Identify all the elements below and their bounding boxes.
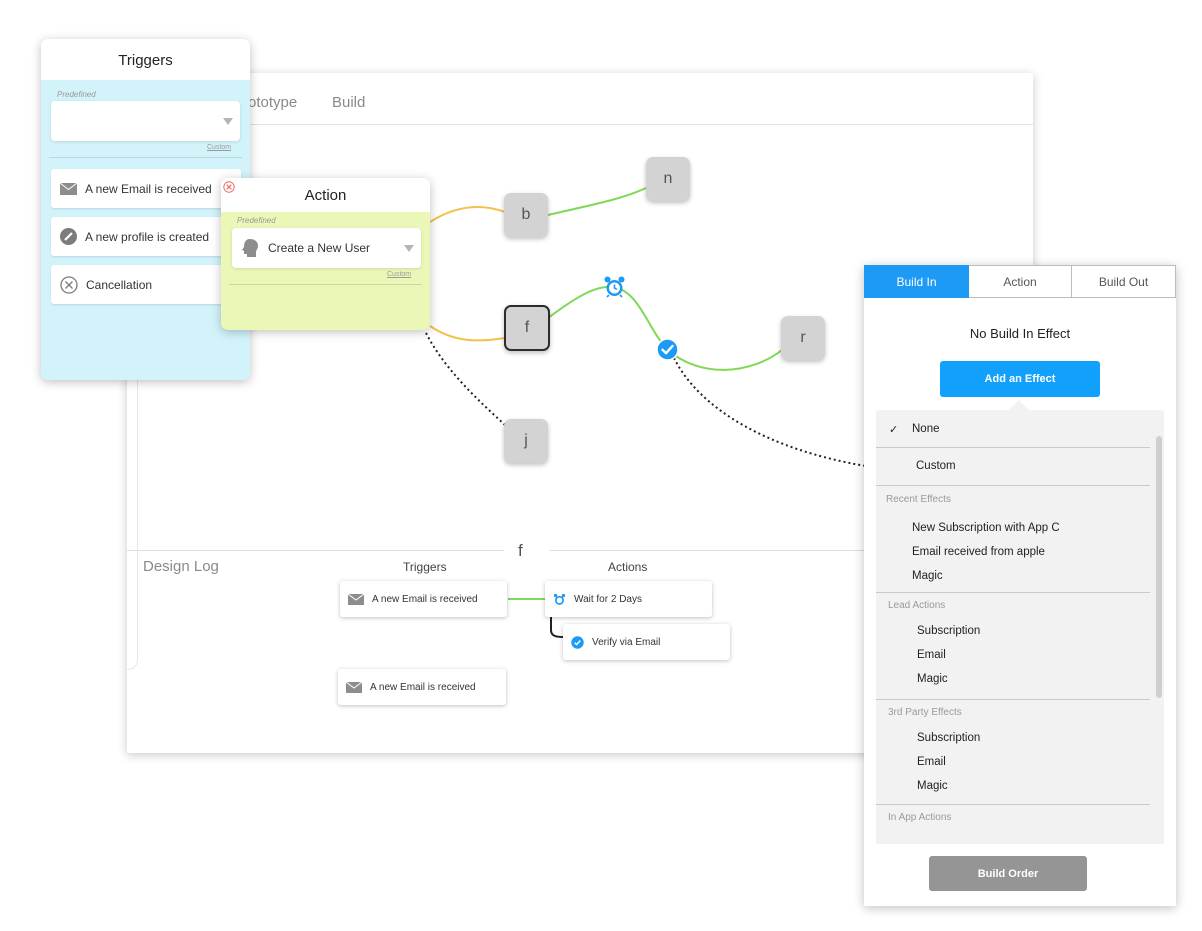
log-action-card[interactable]: Verify via Email [563, 624, 730, 660]
effect-option-none[interactable]: None [912, 423, 940, 435]
chevron-down-icon [223, 118, 233, 125]
trigger-item-label: A new profile is created [85, 229, 210, 244]
dropdown-separator [876, 447, 1150, 448]
effect-option[interactable]: New Subscription with App C [912, 522, 1060, 534]
envelope-icon [60, 182, 77, 195]
connector-action-b [429, 206, 506, 223]
effect-option[interactable]: Magic [917, 673, 948, 685]
node-n[interactable]: n [646, 157, 690, 201]
log-trigger-label: A new Email is received [370, 681, 476, 693]
selected-node-label: f [518, 541, 523, 560]
custom-action-link[interactable]: Custom [387, 271, 412, 278]
predefined-label: Predefined [57, 90, 96, 99]
trigger-item-cancellation[interactable]: Cancellation [51, 265, 241, 304]
effect-option[interactable]: Subscription [917, 625, 981, 637]
effect-option[interactable]: Magic [917, 780, 948, 792]
log-trigger-card[interactable]: A new Email is received [340, 581, 507, 617]
dropdown-scrollbar[interactable] [1156, 436, 1162, 698]
dropdown-separator [876, 485, 1150, 486]
chevron-down-icon [404, 245, 414, 252]
x-circle-icon [60, 275, 78, 294]
trigger-item-email[interactable]: A new Email is received [51, 169, 241, 208]
node-b[interactable]: b [504, 193, 548, 237]
tab-action[interactable]: Action [969, 265, 1072, 298]
effect-option[interactable]: Email [917, 649, 946, 661]
dropdown-notch [1009, 400, 1029, 410]
effect-option-custom[interactable]: Custom [916, 460, 956, 472]
custom-trigger-link[interactable]: Custom [207, 144, 232, 151]
tab-prototype[interactable]: rototype [243, 94, 298, 111]
effects-dropdown: ✓ None Custom Recent Effects New Subscri… [876, 410, 1164, 844]
dropdown-separator [876, 592, 1150, 593]
triggers-column-header: Triggers [403, 560, 447, 574]
dropdown-separator [876, 804, 1150, 805]
effect-option[interactable]: Email [917, 756, 946, 768]
connector-action-j [425, 332, 506, 426]
pencil-circle-icon [60, 228, 77, 245]
action-selected-label: Create a New User [268, 241, 371, 255]
in-app-actions-header: In App Actions [888, 812, 952, 823]
node-f[interactable]: f [504, 305, 550, 351]
alarm-clock-icon[interactable] [603, 275, 626, 303]
tab-build-in[interactable]: Build In [864, 265, 969, 298]
action-divider [229, 284, 422, 285]
head-silhouette-icon [242, 239, 258, 257]
log-action-label: Wait for 2 Days [574, 593, 642, 605]
triggers-panel-title: Triggers [118, 52, 173, 69]
node-r[interactable]: r [781, 316, 825, 360]
tab-build[interactable]: Build [332, 94, 366, 111]
envelope-icon [348, 593, 364, 605]
build-tab-bar: Build In Action Build Out [864, 265, 1176, 299]
close-icon[interactable] [223, 180, 235, 198]
connector-check-out [673, 357, 867, 467]
effect-option[interactable]: Email received from apple [912, 546, 1045, 558]
top-tab-bar: rototype Build [127, 73, 1033, 125]
tab-build-out[interactable]: Build Out [1072, 265, 1176, 298]
recent-effects-header: Recent Effects [886, 494, 951, 505]
node-j[interactable]: j [504, 419, 548, 463]
log-trigger-card[interactable]: A new Email is received [338, 669, 506, 705]
alarm-clock-icon [553, 593, 566, 606]
envelope-icon [346, 681, 362, 693]
effect-option[interactable]: Magic [912, 570, 943, 582]
build-effects-panel: Build In Action Build Out No Build In Ef… [864, 265, 1176, 906]
actions-column-header: Actions [608, 560, 648, 574]
connector-action-f [429, 325, 506, 342]
check-circle-icon[interactable] [656, 338, 679, 366]
add-effect-button[interactable]: Add an Effect [940, 361, 1100, 397]
action-panel-title: Action [304, 187, 347, 204]
predefined-label: Predefined [237, 216, 276, 225]
lead-actions-header: Lead Actions [888, 600, 946, 611]
design-log-divider [127, 550, 1033, 551]
effect-option[interactable]: Subscription [917, 732, 981, 744]
design-log-title: Design Log [143, 558, 219, 575]
build-order-button[interactable]: Build Order [929, 856, 1087, 891]
log-action-label: Verify via Email [592, 636, 661, 648]
log-connector-wait-verify [550, 614, 564, 638]
divider-gap [504, 543, 550, 557]
log-action-card[interactable]: Wait for 2 Days [545, 581, 712, 617]
action-panel: Action Predefined Create a New User Cust… [221, 178, 430, 330]
connector-b-n [547, 187, 647, 216]
trigger-item-label: A new Email is received [85, 181, 212, 196]
trigger-predefined-select[interactable] [51, 101, 240, 141]
third-party-effects-header: 3rd Party Effects [888, 707, 962, 718]
trigger-item-label: Cancellation [86, 277, 153, 292]
log-trigger-label: A new Email is received [372, 593, 478, 605]
triggers-divider [49, 157, 242, 158]
action-predefined-select[interactable]: Create a New User [232, 228, 421, 268]
check-icon: ✓ [889, 424, 899, 436]
action-panel-header: Action [221, 178, 430, 212]
dropdown-separator [876, 699, 1150, 700]
triggers-panel-header: Triggers [41, 39, 250, 80]
effect-status-title: No Build In Effect [969, 326, 1071, 341]
trigger-item-profile[interactable]: A new profile is created [51, 217, 241, 256]
connector-f-r [547, 285, 783, 371]
triggers-panel: Triggers Predefined Custom A new Email i… [41, 39, 250, 380]
check-circle-icon [571, 635, 584, 649]
